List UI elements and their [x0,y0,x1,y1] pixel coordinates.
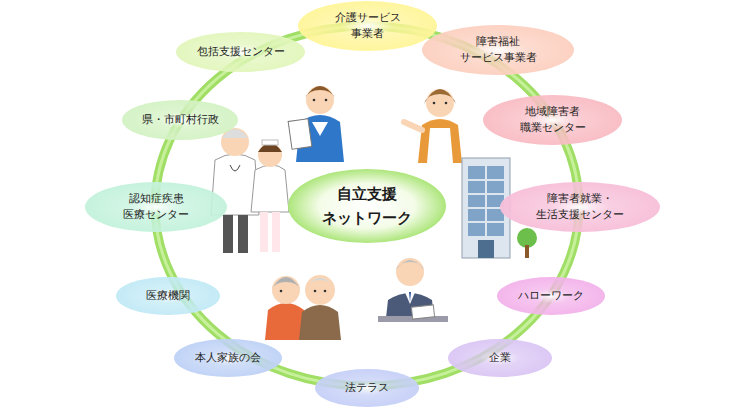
member-ellipse: 地域障害者 職業センター [483,95,622,145]
member-label: 県・市町村行政 [142,112,219,128]
member-ellipse: 介護サービス 事業者 [298,1,437,51]
member-label: 地域障害者 職業センター [505,104,601,136]
ellipse-shape [422,25,574,75]
ellipse-shape [298,1,437,51]
member-ellipse: 企業 [448,339,552,377]
member-ellipse: 認知症疾患 医療センター [85,182,227,232]
member-ellipse: 障害者就業・ 生活支援センター [500,182,660,232]
member-label: 障害福祉 サービス事業者 [445,34,551,66]
member-label: ハローワーク [518,288,584,304]
network-title: 自立支援 ネットワーク [312,182,422,230]
member-ellipse: 本人家族の会 [174,339,282,377]
member-ellipse: 医療機関 [116,277,220,315]
ellipse-shape [85,182,227,232]
center-ellipse: 自立支援 ネットワーク [288,169,446,243]
member-label: 医療機関 [146,288,190,304]
member-label: 法テラス [345,380,389,396]
member-label: 企業 [489,350,511,366]
member-ellipse: 法テラス [315,369,419,407]
ellipse-shape [500,182,660,232]
member-label: 障害者就業・ 生活支援センター [524,191,636,223]
member-ellipse: 包括支援センター [176,32,305,72]
member-label: 本人家族の会 [195,350,261,366]
member-ellipse: 県・市町村行政 [122,100,238,140]
member-ellipse: 障害福祉 サービス事業者 [422,25,574,75]
member-label: 包括支援センター [197,44,285,60]
member-ellipse: ハローワーク [497,277,605,315]
ellipse-shape [288,169,446,243]
member-label: 認知症疾患 医療センター [107,191,205,223]
ellipse-shape [483,95,622,145]
member-label: 介護サービス 事業者 [320,10,416,42]
